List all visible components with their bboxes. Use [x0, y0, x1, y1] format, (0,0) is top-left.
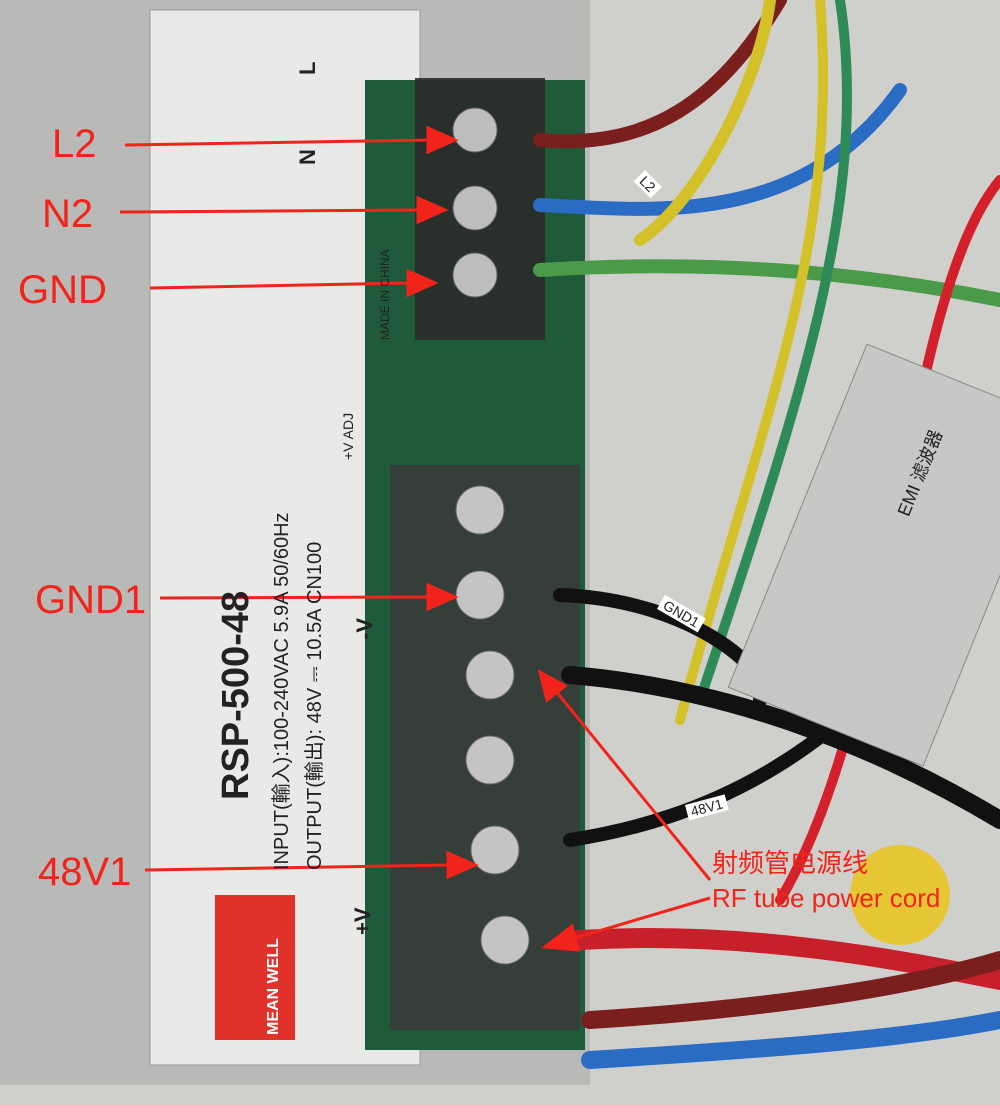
annotation-n2: N2 — [42, 192, 94, 236]
yellow-ground-sticker — [850, 845, 950, 945]
annotation-rf-en: RF tube power cord — [712, 883, 941, 913]
psu-model: RSP-500-48 — [215, 590, 257, 800]
terminal-minus-v: -V — [352, 618, 377, 640]
psu-made-in: MADE IN CHINA — [378, 249, 392, 340]
terminal-n: N — [295, 149, 320, 165]
annotation-l2: L2 — [52, 122, 97, 166]
annotation-48v1: 48V1 — [38, 850, 132, 894]
emi-filter — [727, 343, 1000, 767]
annotation-arrows — [119, 125, 712, 952]
terminal-l: L — [295, 61, 320, 75]
psu-brand: MEAN WELL — [265, 938, 282, 1035]
annotation-gnd1: GND1 — [35, 578, 147, 622]
psu-input-rating: INPUT(輸入):100-240VAC 5.9A 50/60Hz — [271, 512, 293, 870]
annotation-rf-cn: 射频管电源线 — [712, 848, 869, 878]
annotation-gnd: GND — [18, 268, 107, 312]
voltage-adjust-label: +V ADJ — [340, 412, 356, 460]
mean-well-logo — [215, 895, 295, 1040]
terminal-plus-v: +V — [350, 907, 375, 935]
psu-output-rating: OUTPUT(輸出): 48V ⎓ 10.5A CN100 — [304, 541, 326, 870]
